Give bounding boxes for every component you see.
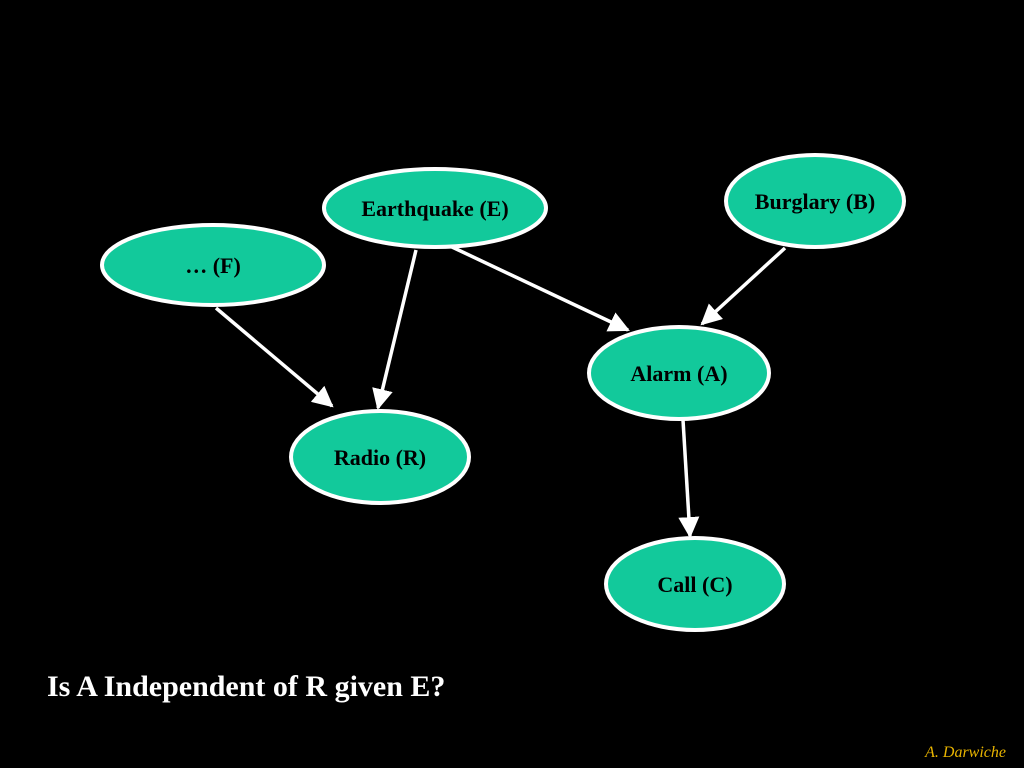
node-alarm: Alarm (A) — [587, 325, 771, 421]
edge-earthquake-alarm — [451, 245, 630, 332]
node-earthquake: Earthquake (E) — [322, 167, 548, 249]
node-call: Call (C) — [604, 536, 786, 632]
edges — [214, 245, 787, 539]
question-text: Is A Independent of R given E? — [47, 670, 446, 703]
node-radio-label: Radio (R) — [334, 445, 426, 470]
node-earthquake-label: Earthquake (E) — [361, 196, 508, 221]
edge-f-radio — [214, 306, 334, 408]
edge-earthquake-radio — [372, 249, 418, 411]
node-alarm-label: Alarm (A) — [630, 361, 727, 386]
node-radio: Radio (R) — [289, 409, 471, 505]
edge-alarm-call — [678, 419, 700, 539]
node-burglary: Burglary (B) — [724, 153, 906, 249]
node-f: … (F) — [100, 223, 326, 307]
node-burglary-label: Burglary (B) — [755, 189, 875, 214]
node-f-label: … (F) — [185, 253, 241, 278]
edge-burglary-alarm — [700, 246, 787, 326]
node-call-label: Call (C) — [657, 572, 732, 597]
author-credit: A. Darwiche — [925, 744, 1006, 761]
